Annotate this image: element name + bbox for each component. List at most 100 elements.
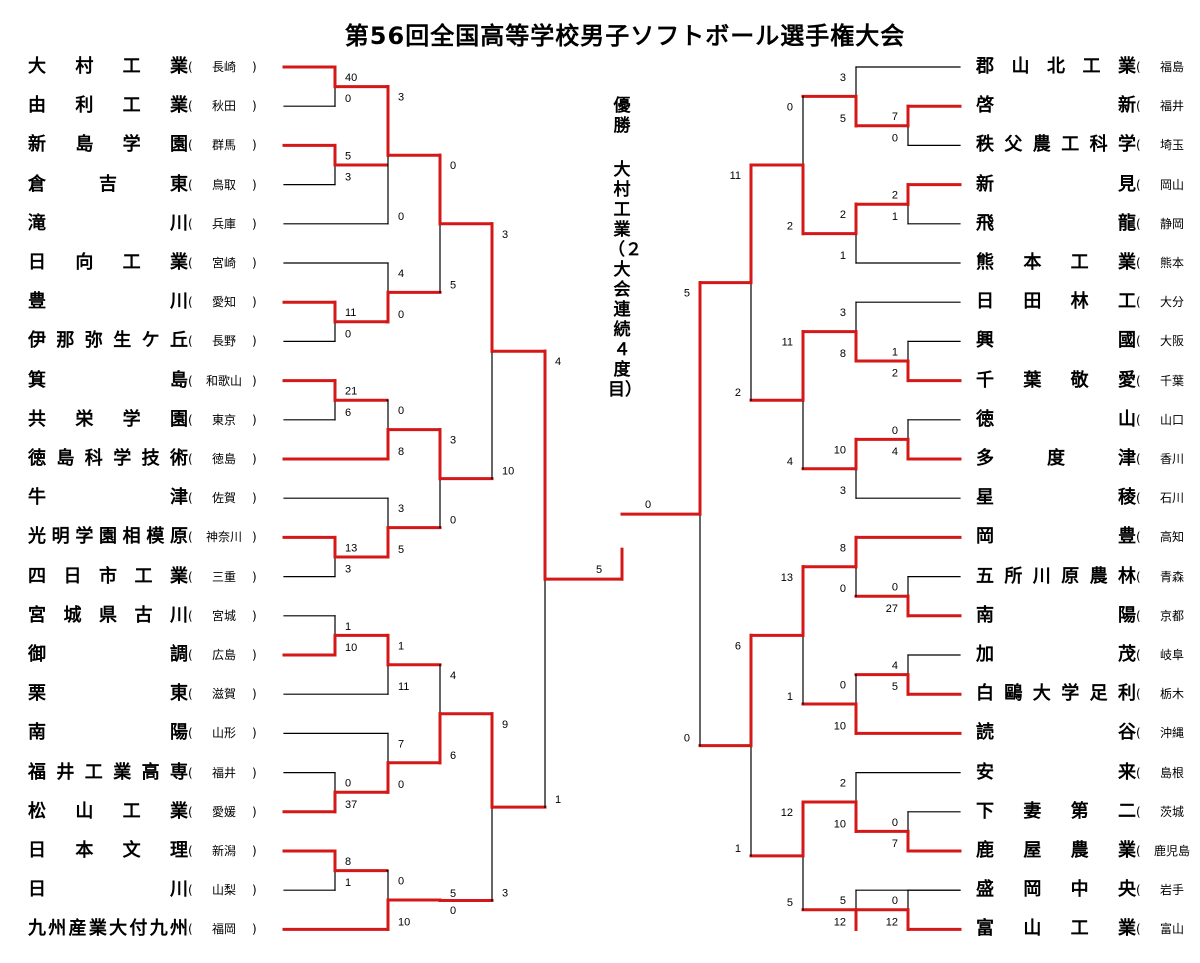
left-team-row: 倉吉東(鳥取) (28, 170, 268, 200)
team-name: 郡山北工業 (976, 56, 1136, 77)
prefecture-name: 宮崎 (211, 256, 236, 270)
prefecture-name: 神奈川 (205, 530, 242, 545)
score-label: 1 (892, 346, 898, 358)
close-paren: ) (252, 726, 257, 741)
prefecture-name: 高知 (1159, 530, 1184, 545)
score-label: 0 (787, 101, 793, 113)
right-team-row: 岡豊(高知) (976, 522, 1200, 552)
team-prefecture: (長野) (188, 326, 268, 356)
close-paren: ) (252, 491, 257, 506)
open-paren: ( (1136, 452, 1141, 466)
close-paren: ) (252, 216, 257, 231)
score-label: 8 (398, 446, 404, 458)
team-prefecture: (愛知) (188, 287, 268, 317)
score-label: 11 (398, 681, 409, 693)
score-label: 1 (345, 621, 351, 633)
score-label: 3 (840, 307, 846, 319)
prefecture-name: 長野 (211, 334, 236, 349)
score-label: 2 (787, 221, 793, 233)
open-paren: ( (188, 256, 193, 270)
team-prefecture: (和歌山) (188, 366, 268, 396)
open-paren: ( (188, 295, 193, 310)
left-team-row: 牛津(佐賀) (28, 483, 268, 513)
left-team-row: 九州産業大付九州(福岡) (28, 914, 268, 944)
score-label: 0 (645, 499, 651, 511)
open-paren: ( (188, 569, 193, 584)
score-label: 4 (892, 660, 898, 672)
close-paren: ) (252, 765, 257, 780)
open-paren: ( (1136, 412, 1141, 427)
prefecture-name: 新潟 (211, 844, 236, 858)
prefecture-name: 徳島 (211, 452, 236, 466)
score-label: 3 (502, 888, 508, 900)
open-paren: ( (1136, 765, 1141, 780)
close-paren: ) (252, 608, 257, 623)
open-paren: ( (1136, 256, 1141, 270)
open-paren: ( (188, 804, 193, 819)
prefecture-name: 静岡 (1159, 216, 1184, 231)
score-label: 0 (450, 515, 456, 527)
score-label: 5 (840, 113, 846, 125)
right-team-row: 熊本工業(熊本) (976, 248, 1200, 278)
team-prefecture: (岡山) (1136, 170, 1200, 200)
score-label: 3 (840, 72, 846, 84)
team-prefecture: (佐賀) (188, 483, 268, 513)
close-paren: ) (252, 412, 257, 427)
score-label: 5 (450, 888, 456, 900)
score-label: 0 (892, 817, 898, 829)
team-prefecture: (福井) (1136, 91, 1200, 121)
team-prefecture: (栃木) (1136, 679, 1200, 709)
team-prefecture: (熊本) (1136, 248, 1200, 278)
right-team-row: 秩父農工科学(埼玉) (976, 130, 1200, 160)
team-name: 栗東 (28, 683, 188, 705)
score-label: 4 (555, 356, 561, 368)
score-label: 10 (345, 642, 357, 654)
prefecture-name: 福井 (1159, 99, 1184, 114)
team-name: 豊川 (28, 291, 188, 313)
right-team-row: 星稜(石川) (976, 483, 1200, 513)
score-label: 2 (892, 368, 898, 380)
team-name: 新島学園 (28, 134, 188, 156)
left-team-row: 新島学園(群馬) (28, 130, 268, 160)
team-name: 鹿屋農業 (976, 840, 1136, 861)
right-team-row: 鹿屋農業(鹿児島) (976, 836, 1200, 866)
team-name: 富山工業 (976, 918, 1136, 940)
prefecture-name: 岩手 (1159, 883, 1184, 898)
left-team-row: 栗東(滋賀) (28, 679, 268, 709)
team-prefecture: (茨城) (1136, 797, 1200, 827)
team-prefecture: (愛媛) (188, 797, 268, 827)
team-prefecture: (沖縄) (1136, 718, 1200, 748)
tournament-title: 第56回全国高等学校男子ソフトボール選手権大会 (344, 22, 906, 50)
score-label: 0 (684, 733, 690, 745)
score-label: 7 (398, 738, 404, 750)
prefecture-name: 兵庫 (211, 216, 236, 231)
open-paren: ( (188, 412, 193, 427)
team-name: 秩父農工科学 (976, 134, 1136, 156)
close-paren: ) (252, 452, 257, 466)
team-name: 宮城県古川 (28, 604, 188, 626)
team-prefecture: (香川) (1136, 444, 1200, 474)
close-paren: ) (252, 177, 257, 192)
prefecture-name: 千葉 (1159, 373, 1184, 388)
team-prefecture: ( 東京) (188, 405, 268, 435)
team-name: 日川 (28, 879, 188, 901)
prefecture-name: 愛媛 (211, 804, 236, 819)
right-team-row: 読谷(沖縄) (976, 718, 1200, 748)
team-name: 共栄学園 (28, 408, 188, 430)
prefecture-name: 茨城 (1159, 804, 1184, 819)
score-label: 6 (450, 750, 456, 762)
score-label: 10 (834, 720, 846, 732)
prefecture-name: 愛知 (211, 295, 236, 310)
prefecture-name: 東京 (211, 412, 236, 427)
score-label: 10 (502, 466, 514, 478)
score-label: 12 (781, 807, 793, 819)
score-label: 7 (892, 111, 898, 123)
prefecture-name: 福島 (1159, 60, 1184, 74)
team-name: 千葉敬愛 (976, 369, 1136, 391)
close-paren: ) (252, 883, 257, 898)
team-name: 日本文理 (28, 840, 188, 861)
score-label: 4 (398, 268, 404, 280)
prefecture-name: 広島 (211, 648, 236, 662)
left-team-row: 四日市工業(三重) (28, 562, 268, 592)
